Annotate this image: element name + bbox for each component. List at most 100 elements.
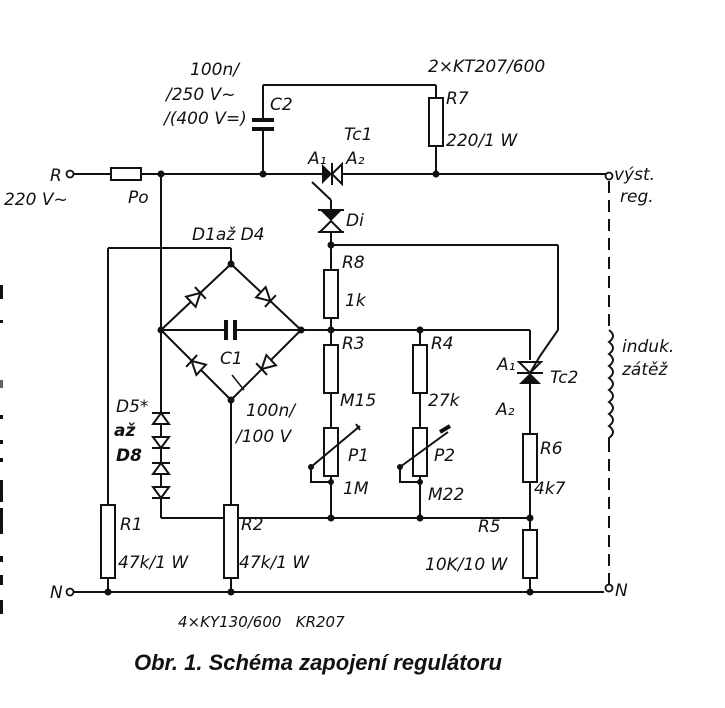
capacitor-c1 [224, 320, 245, 391]
junction-dot [157, 170, 165, 178]
terminal-n-right-label: N [615, 581, 628, 601]
junction-dot [327, 241, 335, 249]
c1-value-2: /100 V [234, 427, 293, 447]
tc2-pin-a1: A₁ [496, 355, 515, 375]
capacitor-c2 [252, 118, 274, 131]
junction-dot [297, 326, 305, 334]
figure-caption: Obr. 1. Schéma zapojení regulátoru [134, 650, 503, 675]
zener-ref-2: až [114, 421, 135, 441]
r1-value: 47k/1 W [118, 553, 189, 573]
junction-dot [227, 260, 235, 268]
diode-d2 [254, 285, 277, 308]
junction-dot [416, 326, 424, 334]
tc1-ref: Tc1 [344, 125, 372, 145]
terminal-r [65, 169, 75, 179]
tc1-pin-a2: A₂ [345, 149, 365, 169]
inductive-load-coil [607, 329, 614, 440]
r4-ref: R4 [431, 334, 454, 354]
r7-ref: R7 [446, 89, 469, 109]
r7-value: 220/1 W [446, 131, 518, 151]
triac-tc2 [516, 355, 544, 384]
tc2-ref: Tc2 [550, 368, 578, 388]
junction-dot [157, 326, 165, 334]
r3-ref: R3 [342, 334, 365, 354]
r5-ref: R5 [478, 517, 501, 537]
tc2-pin-a2: A₂ [495, 400, 515, 420]
resistor-r8 [323, 269, 339, 319]
p2-value: M22 [428, 485, 464, 505]
r4-value: 27k [428, 391, 461, 411]
terminal-n-right [604, 583, 614, 593]
resistor-r6 [522, 433, 538, 483]
fuse-po [110, 167, 142, 181]
zener-d7 [151, 461, 171, 475]
output-label-2: reg. [620, 187, 654, 207]
diode-d4 [255, 353, 278, 376]
junction-dot [327, 514, 335, 522]
terminal-n-left [65, 587, 75, 597]
zener-d6 [151, 436, 171, 450]
r3-value: M15 [340, 391, 376, 411]
r1-ref: R1 [120, 515, 143, 535]
tc1-pin-a1: A₁ [307, 149, 326, 169]
r2-value: 47k/1 W [239, 553, 310, 573]
resistor-r4 [412, 344, 428, 394]
zener-d5 [151, 411, 171, 425]
output-label-1: výst. [614, 165, 655, 185]
junction-dot [416, 514, 424, 522]
resistor-r7 [428, 97, 444, 147]
triac-tc1 [322, 161, 343, 187]
terminal-output [604, 171, 614, 181]
zener-ref-3: D8 [116, 446, 142, 466]
r2-ref: R2 [241, 515, 264, 535]
fuse-ref: Po [128, 188, 149, 208]
r8-ref: R8 [342, 253, 365, 273]
junctions [104, 170, 534, 596]
c1-value-1: 100n/ [246, 401, 297, 421]
resistor-r3 [323, 344, 339, 394]
resistor-r1 [100, 504, 116, 579]
junction-dot [432, 170, 440, 178]
junction-dot [227, 588, 235, 596]
bridge-diodes [184, 285, 278, 377]
r8-value: 1k [345, 291, 367, 311]
diac-di [317, 209, 345, 233]
terminal-n-left-label: N [50, 583, 63, 603]
parts-note: 4×KY130/600 KR207 [178, 613, 345, 631]
junction-dot [259, 170, 267, 178]
potentiometer-p1 [308, 423, 361, 485]
scan-edge-marks [0, 285, 3, 614]
r5-value: 10K/10 W [425, 555, 509, 575]
r6-value: 4k7 [534, 479, 566, 499]
c2-value-2: /250 V~ [164, 85, 235, 105]
diode-d1 [184, 286, 207, 309]
bridge-ref: D1až D4 [192, 225, 265, 245]
input-voltage-label: 220 V~ [4, 190, 68, 210]
junction-dot [327, 326, 335, 334]
potentiometer-p2 [397, 424, 452, 485]
junction-dot [526, 514, 534, 522]
zener-d8 [151, 486, 171, 500]
r6-ref: R6 [540, 439, 563, 459]
wire-tc1-gate [311, 181, 332, 201]
resistor-r2 [223, 504, 239, 579]
load-label-1: induk. [622, 337, 674, 357]
junction-dot [526, 588, 534, 596]
load-label-2: zátěž [621, 360, 668, 380]
p1-value: 1M [343, 479, 369, 499]
resistor-r5 [522, 529, 538, 579]
wire-to-tc2-gate-2 [539, 329, 559, 357]
tc-part-number: 2×KT207/600 [428, 57, 545, 77]
diode-d3 [185, 354, 208, 377]
c1-ref: C1 [220, 349, 243, 369]
c2-value-3: /(400 V=) [162, 109, 247, 129]
c2-ref: C2 [270, 95, 293, 115]
zener-ref-1: D5* [116, 397, 148, 417]
terminal-r-label: R [50, 166, 62, 186]
c2-value-1: 100n/ [190, 60, 241, 80]
zener-chain-d5-d8 [151, 411, 171, 500]
junction-dot [227, 396, 235, 404]
di-ref: Di [346, 211, 364, 231]
junction-dot [104, 588, 112, 596]
